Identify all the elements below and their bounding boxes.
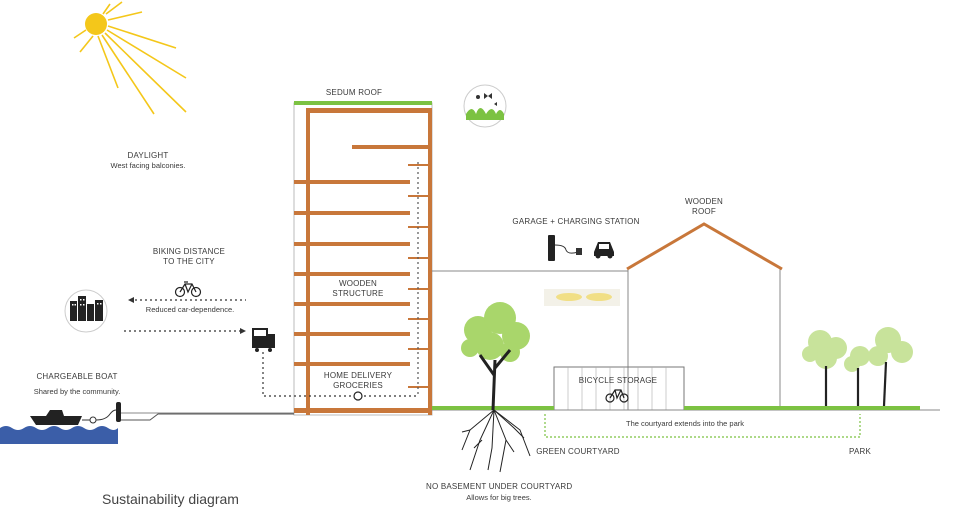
reduced-sub: Reduced car-dependence. — [145, 305, 235, 314]
parked-cars — [544, 289, 620, 306]
wooden-roof-building — [626, 222, 783, 410]
biking-line-1: BIKING DISTANCE — [152, 247, 226, 256]
butterfly-icon — [463, 84, 507, 128]
daylight-sub: West facing balconies. — [110, 161, 186, 170]
car-icon — [594, 242, 614, 259]
wooden-roof-label: WOODEN ROOF — [676, 197, 732, 217]
truck-icon — [252, 328, 275, 352]
reduced-label: Reduced car-dependence. — [140, 305, 240, 315]
main-building — [293, 101, 433, 416]
green-courtyard-label: GREEN COURTYARD — [536, 447, 620, 456]
diagram-caption: Sustainability diagram — [102, 491, 239, 507]
boat-icon — [30, 402, 294, 425]
wooden-structure-line-1: WOODEN — [338, 279, 378, 288]
no-basement-sub: Allows for big trees. — [466, 493, 532, 502]
tree-icon — [461, 302, 531, 473]
sedum-roof-label: SEDUM ROOF — [325, 88, 383, 97]
courtyard-extends-label: The courtyard extends into the park — [600, 419, 770, 429]
sun-icon — [73, 1, 187, 115]
bicycle-storage-label: BICYCLE STORAGE — [578, 376, 658, 385]
home-delivery-label: HOME DELIVERY GROCERIES — [316, 371, 400, 391]
wooden-roof-line-1: WOODEN — [684, 197, 724, 206]
charger-icon — [548, 235, 582, 261]
wooden-roof-line-2: ROOF — [692, 207, 716, 216]
no-basement-title: NO BASEMENT UNDER COURTYARD — [426, 482, 573, 491]
biking-line-2: TO THE CITY — [163, 257, 215, 266]
boat-title: CHARGEABLE BOAT — [36, 372, 118, 381]
boat-sub: Shared by the community. — [33, 387, 121, 396]
city-icon — [64, 289, 108, 333]
bicycle-icon — [174, 281, 202, 298]
home-delivery-line-1: HOME DELIVERY — [323, 371, 393, 380]
wooden-structure-label: WOODEN STRUCTURE — [316, 279, 400, 299]
bicycle-storage-box — [553, 366, 685, 411]
daylight-label: DAYLIGHT West facing balconies. — [108, 151, 188, 171]
bicycle-storage-bike-icon — [605, 389, 629, 403]
daylight-title: DAYLIGHT — [127, 151, 169, 160]
park-label: PARK — [849, 447, 871, 456]
no-basement-label: NO BASEMENT UNDER COURTYARD Allows for b… — [426, 482, 572, 503]
grass — [432, 406, 920, 410]
garage-label: GARAGE + CHARGING STATION — [512, 217, 640, 226]
biking-label: BIKING DISTANCE TO THE CITY — [146, 247, 232, 267]
water — [0, 426, 118, 444]
courtyard-extends-text: The courtyard extends into the park — [626, 419, 744, 428]
wooden-structure-line-2: STRUCTURE — [332, 289, 384, 298]
park-trees — [802, 327, 913, 407]
home-delivery-line-2: GROCERIES — [333, 381, 383, 390]
boat-label: CHARGEABLE BOAT Shared by the community. — [22, 372, 132, 397]
